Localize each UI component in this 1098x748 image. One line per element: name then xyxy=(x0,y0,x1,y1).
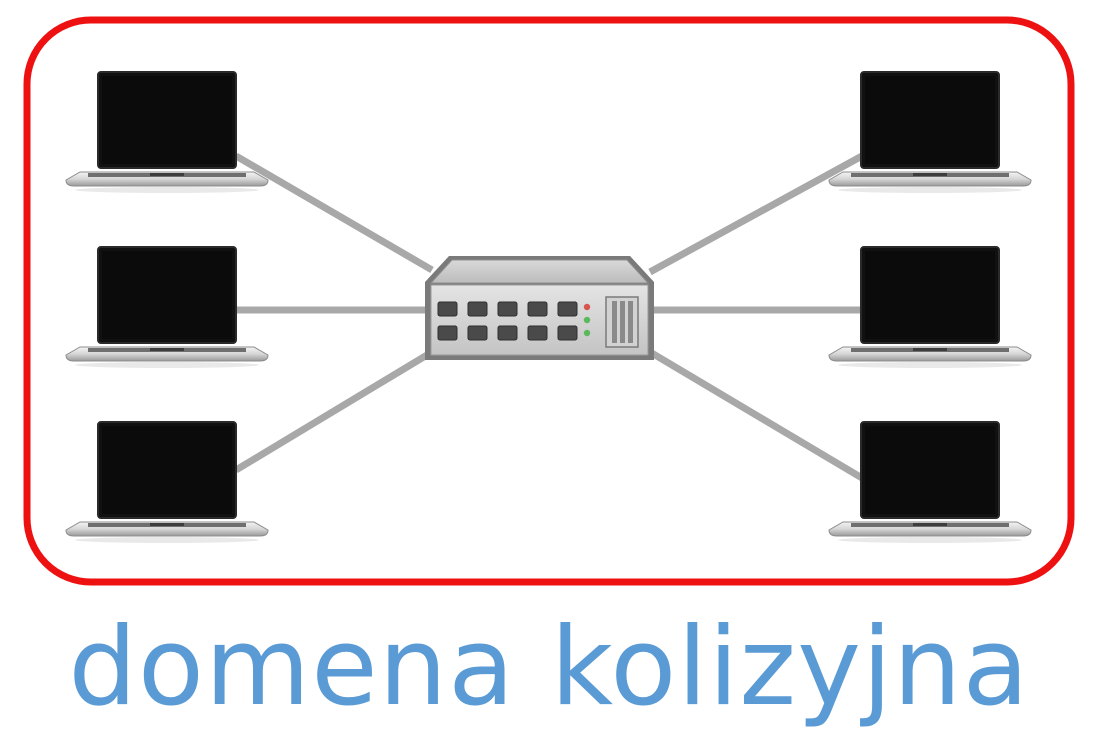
status-led-green xyxy=(583,329,591,337)
cable-laptop-6 xyxy=(648,348,864,482)
laptop-icon xyxy=(65,421,269,544)
network-cables xyxy=(234,152,864,482)
status-led-red xyxy=(583,303,591,311)
cable-laptop-1 xyxy=(234,152,434,274)
cable-laptop-4 xyxy=(648,152,864,276)
laptop-icon xyxy=(65,71,269,194)
cable-laptop-3 xyxy=(234,349,434,473)
network-switch-icon xyxy=(425,256,654,360)
laptop-icon xyxy=(828,71,1032,194)
status-led-green xyxy=(583,316,591,324)
collision-domain-border xyxy=(23,16,1075,586)
diagram-caption: domena kolizyjna xyxy=(68,605,1030,730)
laptop-icon xyxy=(828,421,1032,544)
